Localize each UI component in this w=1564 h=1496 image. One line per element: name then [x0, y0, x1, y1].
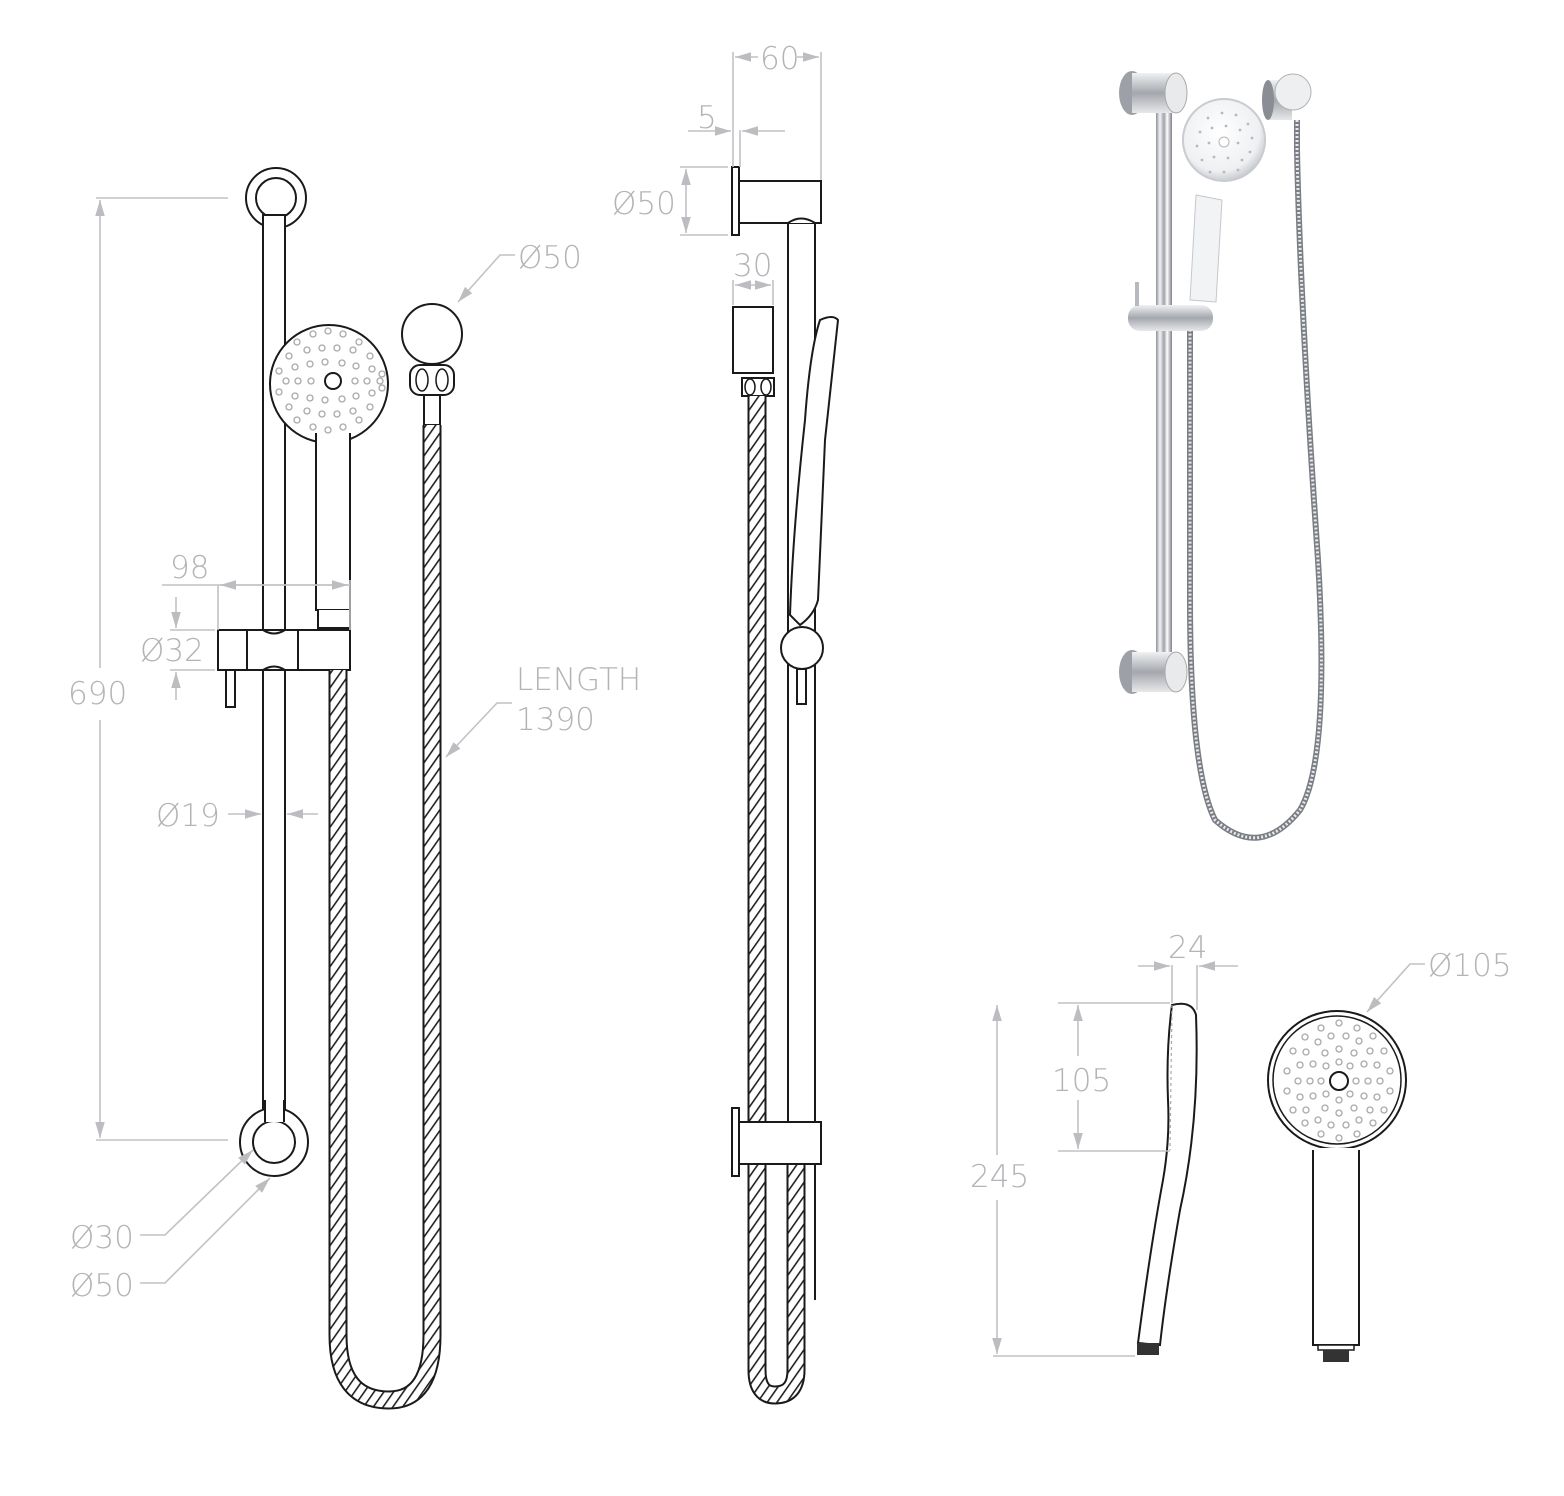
dim-bracket-inner-diameter: Ø30 [70, 1220, 134, 1256]
hand-shower-front [269, 324, 389, 629]
dim-hose-length-label: LENGTH [516, 662, 641, 698]
dim-bracket-depth: 60 [760, 41, 799, 77]
side-slider [780, 626, 824, 670]
hand-shower-side [788, 316, 840, 627]
top-flange [731, 166, 740, 236]
hand-shower-side-detail [1136, 1002, 1198, 1355]
dim-flange-thickness: 5 [697, 100, 717, 136]
spray-center-icon [324, 372, 342, 390]
dim-rail-height: 690 [68, 676, 127, 712]
hose [328, 425, 442, 1410]
bottom-flange [731, 1107, 740, 1177]
dim-head-height: 105 [1052, 1063, 1111, 1099]
slider-knob [225, 669, 236, 708]
dim-total-length: 245 [970, 1159, 1029, 1195]
side-view [731, 166, 840, 1405]
dim-slider-width: 98 [170, 550, 209, 586]
front-dimensions: 690 98 Ø32 Ø19 Ø50 LENGTH 1390 Ø30 Ø50 [68, 197, 641, 1304]
front-view [217, 167, 463, 1410]
spray-center-icon [1329, 1071, 1349, 1091]
dim-wall-outlet-diameter: Ø50 [518, 240, 582, 276]
rail-slider [217, 629, 351, 708]
product-photo [1119, 71, 1325, 841]
side-outlet [732, 306, 774, 374]
dim-outlet-width: 30 [733, 248, 772, 284]
hand-shower-dimensions: 24 Ø105 105 245 [970, 930, 1512, 1357]
dim-head-thickness: 24 [1168, 930, 1207, 966]
spray-nozzles [1283, 1019, 1394, 1142]
top-arm [738, 180, 822, 224]
side-dimensions: 60 5 Ø50 30 [612, 41, 822, 305]
dim-hose-length-value: 1390 [516, 702, 595, 738]
bottom-bracket-inner [252, 1120, 296, 1164]
wall-outlet [401, 303, 463, 426]
dim-head-diameter: Ø105 [1428, 948, 1512, 984]
top-bracket-inner [255, 177, 297, 219]
hand-shower-front-detail [1267, 1010, 1407, 1362]
dim-flange-diameter: Ø50 [612, 186, 676, 222]
thread-icon [1137, 1343, 1159, 1355]
dim-slider-diameter: Ø32 [140, 633, 204, 669]
thread-icon [1323, 1350, 1349, 1362]
spray-nozzles [275, 327, 386, 434]
dim-rail-diameter: Ø19 [156, 798, 220, 834]
dim-bracket-outer-diameter: Ø50 [70, 1268, 134, 1304]
